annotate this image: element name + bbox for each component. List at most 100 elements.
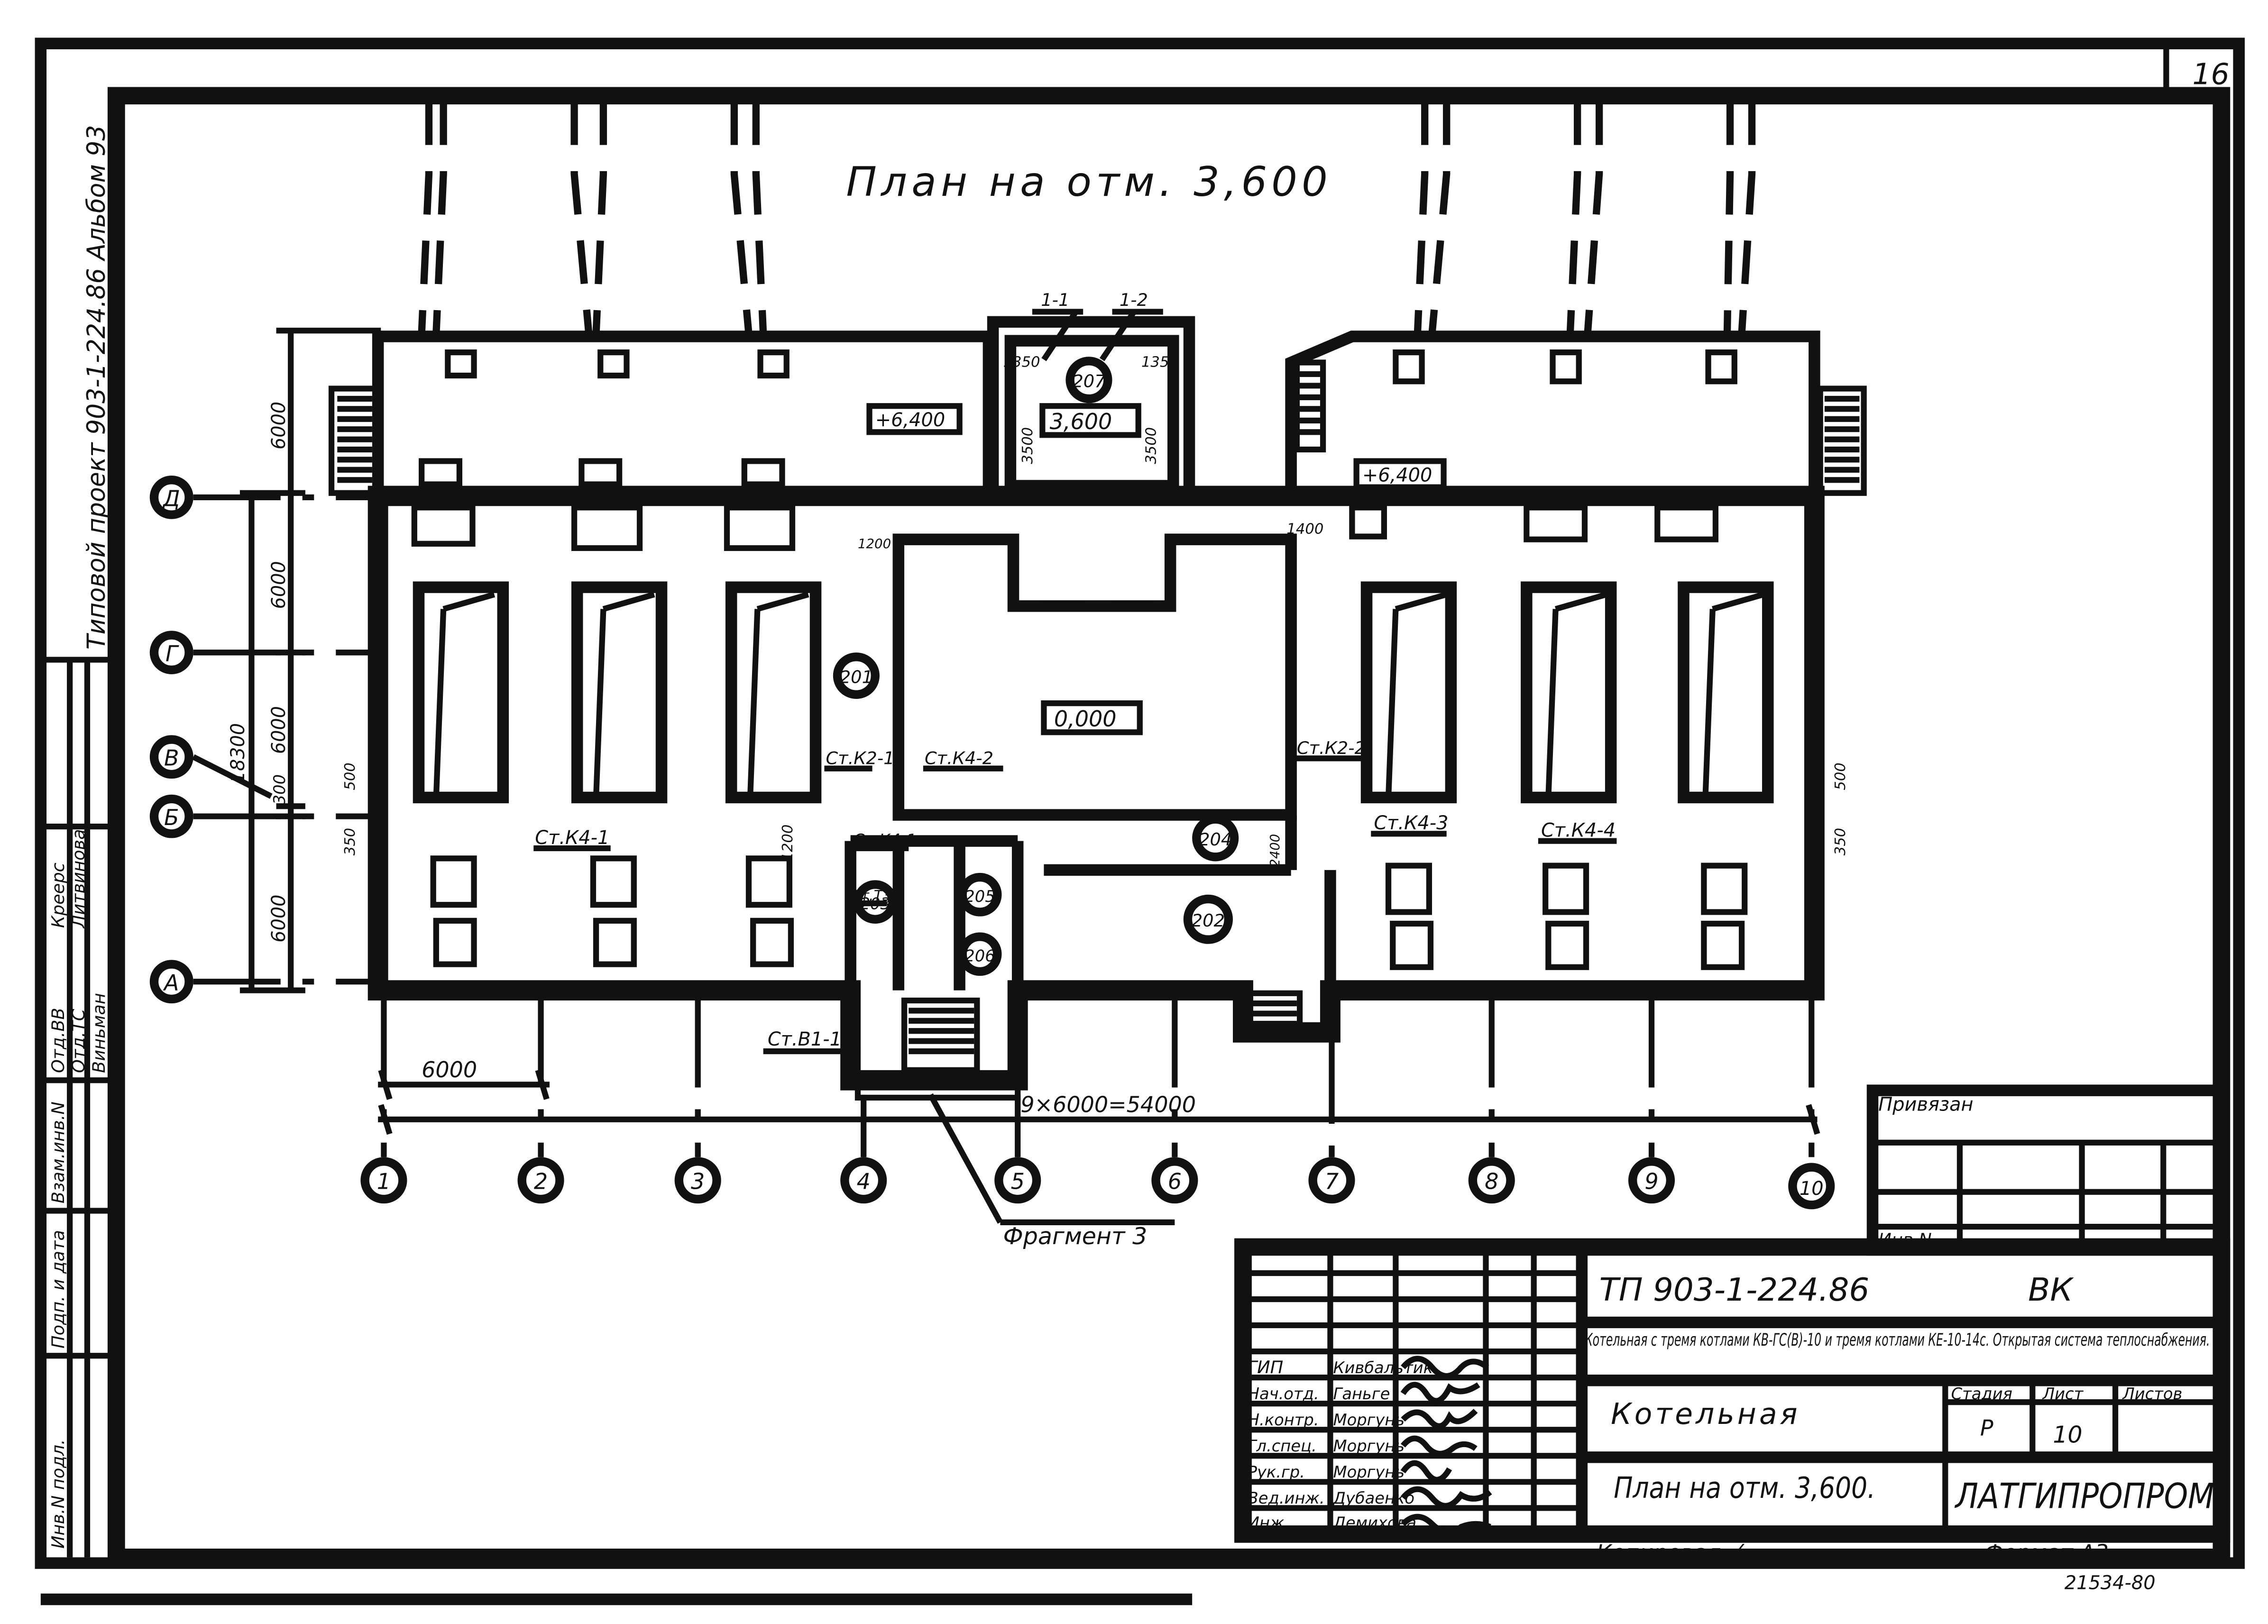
dim-right-small: 500 xyxy=(1832,762,1849,790)
svg-text:1350: 1350 xyxy=(1141,354,1178,371)
tb-sheet-header: Лист xyxy=(2042,1385,2084,1403)
tb-name: Моргунь xyxy=(1333,1437,1405,1455)
svg-text:3500: 3500 xyxy=(1143,427,1159,464)
axis-label-letter: Д xyxy=(162,486,180,511)
svg-text:Взам.инв.N: Взам.инв.N xyxy=(48,1101,68,1203)
svg-text:Креерс: Креерс xyxy=(48,862,68,928)
svg-text:Подп. и дата: Подп. и дата xyxy=(48,1230,68,1349)
tb-code: ТП 903-1-224.86 xyxy=(1599,1271,1870,1308)
tb-name: Ганьге xyxy=(1333,1385,1390,1403)
dim-left: 6000 xyxy=(268,561,290,609)
svg-text:Отд.ТС: Отд.ТС xyxy=(68,1009,89,1073)
dim-bottom-span: 6000 xyxy=(422,1057,477,1083)
tb-stage-header: Стадия xyxy=(1951,1385,2012,1403)
riser-label: Ст.К4-3 xyxy=(1374,812,1448,834)
tb-role: Нач.отд. xyxy=(1248,1385,1319,1403)
level-marks: +6,400 3,600 +6,400 0,000 xyxy=(866,403,1447,735)
tb-stage: Р xyxy=(1980,1415,1993,1441)
riser-label: Ст.К4-1 xyxy=(854,831,917,849)
axis-label-number: 9 xyxy=(1644,1169,1658,1194)
building-walls xyxy=(367,486,1825,1101)
tb-role: Гл.спец. xyxy=(1248,1437,1317,1455)
riser-label: Ст.Т3-1 xyxy=(851,888,907,904)
number-axes: 1 2 3 4 5 6 7 8 9 10 xyxy=(360,1000,1835,1210)
dim-left-small: 350 xyxy=(342,828,358,855)
svg-text:1400: 1400 xyxy=(1286,521,1323,537)
dim-left: 6000 xyxy=(268,706,290,754)
svg-text:3500: 3500 xyxy=(1019,427,1036,464)
axis-label-number: 4 xyxy=(857,1169,871,1194)
chimney-lines xyxy=(418,101,1756,334)
dim-left: 300 xyxy=(270,774,289,805)
tb-mark: ВК xyxy=(2028,1271,2074,1308)
left-dimension-chain: 6000 6000 6000 300 6000 18300 500 350 xyxy=(227,328,381,993)
axis-label-letter: Г xyxy=(165,641,179,667)
riser-labels: Ст.К2-1 Ст.К4-2 Ст.К4-1 Ст.Т3-1 Ст.В1-1 … xyxy=(533,738,1617,1055)
tb-role: Инж. xyxy=(1248,1514,1289,1532)
svg-text:1200: 1200 xyxy=(858,536,891,551)
room-number: 206 xyxy=(964,947,995,965)
approval-block: Привязан Инв.N xyxy=(1866,1084,2225,1256)
footer-stamp: 21534-80 xyxy=(2065,1572,2156,1594)
room-number: 202 xyxy=(1192,910,1225,931)
plan-title: План на отм. 3,600 xyxy=(846,158,1332,206)
axis-label-letter: А xyxy=(163,970,179,996)
riser-label: Ст.К4-2 xyxy=(925,748,993,769)
room-number: 201 xyxy=(840,667,873,687)
dim-right-small: 350 xyxy=(1832,828,1849,855)
svg-text:1200: 1200 xyxy=(780,825,796,862)
side-project-text: Типовой проект 903-1-224.86 Альбом 93 xyxy=(83,125,111,650)
riser-label: Ст.К2-2 xyxy=(1297,738,1366,758)
room-number: 204 xyxy=(1199,829,1232,850)
axis-label-number: 2 xyxy=(534,1169,548,1194)
room-number: 205 xyxy=(964,887,995,906)
axis-label-number: 7 xyxy=(1325,1169,1339,1194)
tb-role: Вед.инж. xyxy=(1248,1489,1325,1507)
dim-left-total: 18300 xyxy=(227,723,249,783)
tb-name: Моргунь xyxy=(1333,1411,1405,1429)
bottom-dimension-chain: 6000 9×6000=54000 xyxy=(378,1057,1820,1135)
svg-text:1350: 1350 xyxy=(1003,354,1040,371)
svg-text:Литвинова: Литвинова xyxy=(68,829,89,929)
section-marks: 1-1 1-2 xyxy=(1032,290,1163,361)
riser-label: Ст.К4-1 xyxy=(535,827,609,849)
svg-text:Инв.N подл.: Инв.N подл. xyxy=(48,1439,68,1549)
tb-drawing: План на отм. 3,600. xyxy=(1614,1471,1875,1505)
axis-label-number: 3 xyxy=(691,1169,705,1194)
level-mark: +6,400 xyxy=(875,409,945,431)
fragment-label: Фрагмент 3 xyxy=(1003,1223,1148,1250)
letter-axes: Д Г В Б А xyxy=(149,476,378,1004)
dim-left: 6000 xyxy=(268,895,290,943)
tb-object: Котельная xyxy=(1611,1397,1800,1431)
section-label: 1-1 xyxy=(1041,290,1069,310)
room-number: 207 xyxy=(1072,371,1106,392)
footer-copied: Копировал: ⁄ xyxy=(1596,1540,1745,1566)
level-mark: 3,600 xyxy=(1050,409,1112,434)
axis-label-number: 5 xyxy=(1011,1169,1025,1194)
sheet-number: 16 xyxy=(2193,57,2230,91)
title-block: ТП 903-1-224.86 ВК Котельная с тремя кот… xyxy=(1234,1238,2231,1543)
tb-role: ГИП xyxy=(1248,1357,1284,1377)
stair-dimensions: 1350 1350 3500 3500 1400 1200 2400 1200 xyxy=(780,354,1323,867)
tb-sheets-header: Листов xyxy=(2122,1385,2182,1403)
svg-text:2400: 2400 xyxy=(1267,834,1283,867)
tb-sheet: 10 xyxy=(2053,1422,2082,1449)
tb-role: Н.контр. xyxy=(1248,1411,1319,1429)
axis-label-number: 1 xyxy=(377,1169,391,1194)
axis-label-letter: В xyxy=(164,745,179,771)
equipment-blocks xyxy=(411,505,1748,970)
riser-label: Ст.К2-1 xyxy=(826,748,895,769)
riser-label: Ст.К4-4 xyxy=(1541,820,1616,842)
svg-text:Отд.ВВ: Отд.ВВ xyxy=(48,1008,68,1073)
axis-label-number: 10 xyxy=(1800,1178,1824,1200)
axis-label-letter: Б xyxy=(164,805,179,830)
axis-label-number: 6 xyxy=(1168,1169,1182,1194)
room-numbers: 207 201 204 203 205 206 202 xyxy=(833,357,1239,976)
section-label: 1-2 xyxy=(1120,290,1148,310)
dim-left-top: 6000 xyxy=(268,402,290,450)
axis-label-number: 8 xyxy=(1485,1169,1498,1194)
level-mark: 0,000 xyxy=(1054,706,1117,732)
footer-format: Формат А3 xyxy=(1984,1540,2109,1566)
tb-name: Дубаенко xyxy=(1332,1489,1415,1507)
